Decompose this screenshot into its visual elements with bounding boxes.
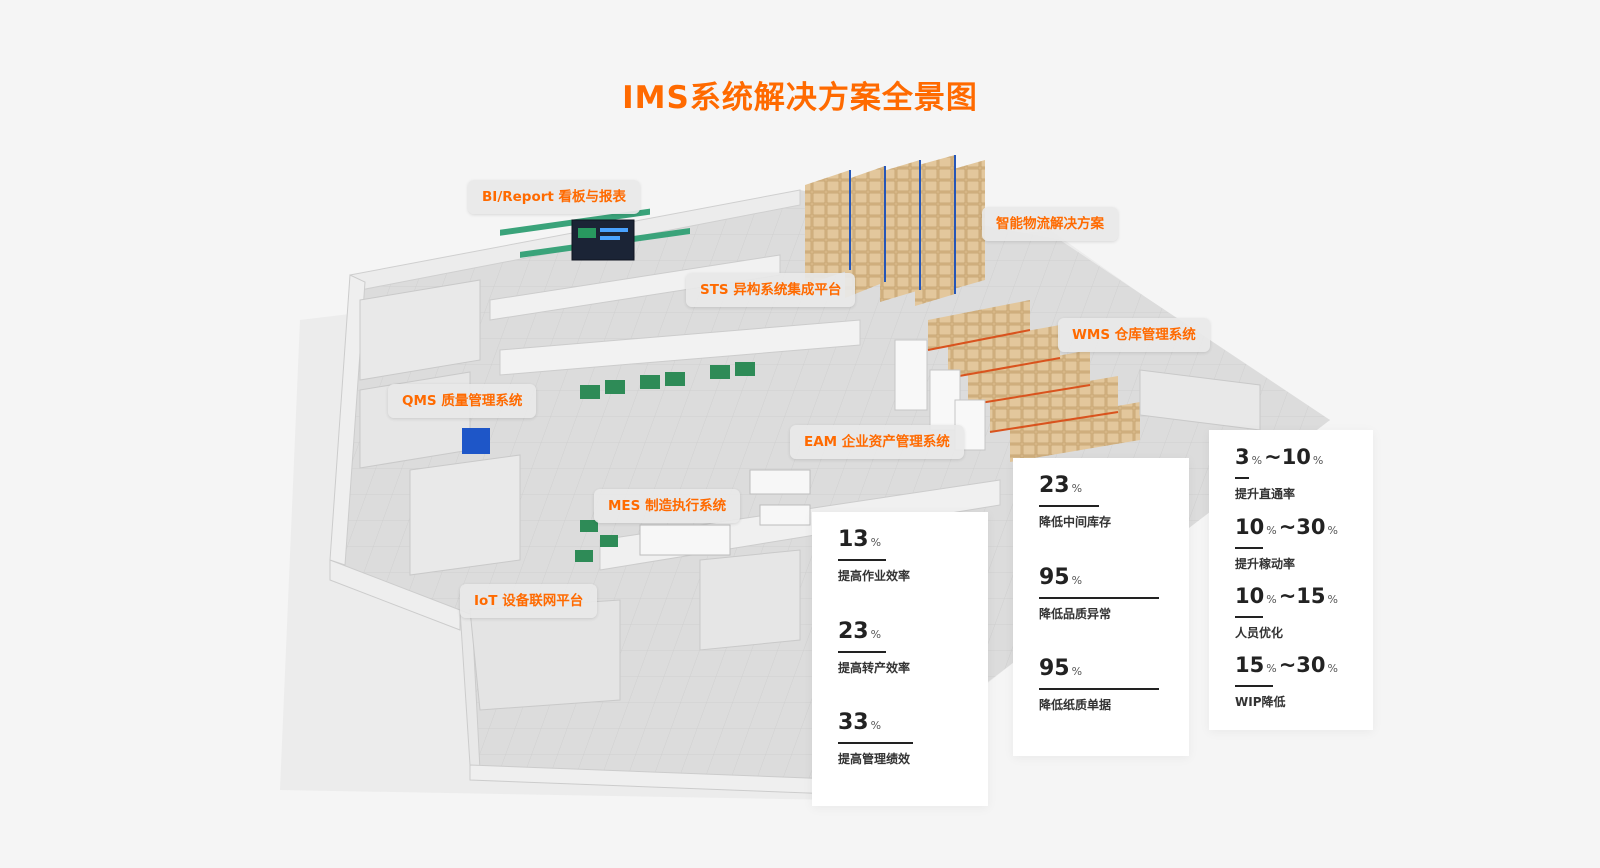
stat-card-reduction: 23% 降低中间库存 95% 降低品质异常 95% 降低纸质单据 (1013, 458, 1189, 756)
stat-value: 95% (1039, 656, 1083, 681)
label-wms: WMS 仓库管理系统 (1058, 318, 1210, 352)
stat-value: 23% (838, 619, 882, 644)
stat-desc: 提高转产效率 (838, 661, 911, 675)
stat-item: 23% 降低中间库存 (1039, 473, 1111, 530)
stat-value: 13% (838, 527, 882, 552)
label-eam: EAM 企业资产管理系统 (790, 425, 964, 459)
stat-desc: 提升直通率 (1235, 487, 1296, 501)
stat-value: 33% (838, 710, 882, 735)
stat-item: 3%~10% 提升直通率 (1235, 444, 1325, 502)
stat-item: 23% 提高转产效率 (838, 619, 910, 676)
stat-desc: WIP降低 (1235, 695, 1286, 709)
stat-desc: 降低品质异常 (1039, 607, 1112, 621)
stat-item: 95% 降低品质异常 (1039, 565, 1159, 622)
label-sts: STS 异构系统集成平台 (686, 273, 856, 307)
stat-card-improvement: 3%~10% 提升直通率 10%~30% 提升稼动率 10%~15% 人员优化 … (1209, 430, 1373, 730)
stat-desc: 提高管理绩效 (838, 752, 911, 766)
stat-value: 10%~30% (1235, 515, 1338, 539)
label-smart-logistics: 智能物流解决方案 (982, 207, 1118, 241)
label-qms: QMS 质量管理系统 (388, 384, 537, 418)
label-bi-report: BI/Report 看板与报表 (468, 180, 641, 214)
stat-desc: 降低纸质单据 (1039, 698, 1112, 712)
stat-item: 95% 降低纸质单据 (1039, 656, 1159, 713)
stat-card-efficiency: 13% 提高作业效率 23% 提高转产效率 33% 提高管理绩效 (812, 512, 988, 806)
stat-item: 15%~30% WIP降低 (1235, 652, 1340, 710)
stat-value: 10%~15% (1235, 584, 1338, 608)
stat-item: 13% 提高作业效率 (838, 527, 910, 584)
stat-desc: 降低中间库存 (1039, 515, 1112, 529)
stat-value: 15%~30% (1235, 653, 1338, 677)
stat-desc: 人员优化 (1235, 626, 1284, 640)
page-title: IMS系统解决方案全景图 (622, 80, 978, 116)
stat-item: 33% 提高管理绩效 (838, 710, 913, 767)
stat-value: 23% (1039, 473, 1083, 498)
stat-item: 10%~15% 人员优化 (1235, 583, 1340, 641)
stat-desc: 提升稼动率 (1235, 557, 1296, 571)
stat-item: 10%~30% 提升稼动率 (1235, 514, 1340, 572)
label-iot: IoT 设备联网平台 (460, 584, 598, 618)
stat-desc: 提高作业效率 (838, 569, 911, 583)
label-mes: MES 制造执行系统 (594, 489, 741, 523)
stat-value: 3%~10% (1235, 445, 1324, 469)
stat-value: 95% (1039, 565, 1083, 590)
